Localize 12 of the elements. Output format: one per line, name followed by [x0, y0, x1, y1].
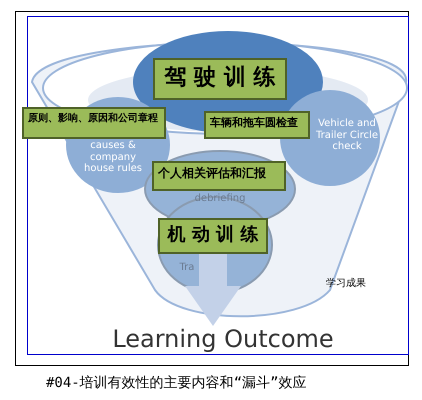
- text-label: debriefing: [190, 193, 250, 204]
- label-box: 原则、影响、原因和公司章程: [22, 107, 166, 139]
- label-box: 个人相关评估和汇报: [152, 161, 286, 191]
- caption: #04-培训有效性的主要内容和“漏斗”效应: [46, 374, 307, 392]
- label-box: 机 动 训 练: [158, 218, 268, 254]
- note-label: 学习成果: [326, 276, 366, 290]
- label-box: 车辆和拖车圆检查: [204, 111, 310, 139]
- text-label: Vehicle and Trailer Circle check: [312, 118, 382, 152]
- text-label: Learning Outcome: [100, 326, 346, 354]
- label-box: 驾 驶 训 练: [153, 58, 287, 100]
- text-label: Tra: [176, 262, 198, 274]
- text-label: causes & company house rules: [74, 140, 152, 174]
